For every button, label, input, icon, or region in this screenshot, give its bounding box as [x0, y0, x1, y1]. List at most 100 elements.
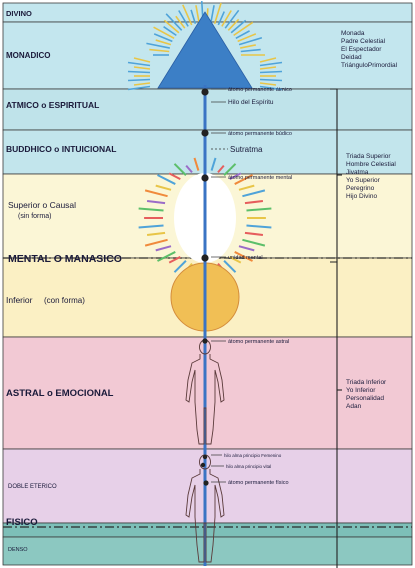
ray [178, 10, 189, 27]
label-astral: ASTRAL o EMOCIONAL [6, 388, 114, 399]
ray [157, 174, 176, 185]
ray [173, 163, 187, 176]
triada-inferior-item: Yo Inferior [346, 387, 376, 394]
triada-inferior-item: Adan [346, 403, 362, 410]
ray [238, 245, 255, 252]
annot-atomo-budico: átomo permanente búdico [228, 131, 292, 137]
ray [193, 157, 200, 171]
annot-hilo-espiritu: Hilo del Espíritu [228, 99, 274, 106]
band-fisico [2, 522, 413, 538]
ray [133, 82, 151, 86]
ray [127, 78, 151, 82]
ray [138, 207, 164, 212]
unidad-mental-dot [201, 254, 209, 262]
ray [223, 260, 237, 273]
ray [259, 57, 277, 63]
ray [146, 199, 166, 205]
annot-atomo-astral: átomo permanente astral [228, 339, 289, 345]
ray [213, 2, 222, 25]
ray [163, 19, 180, 34]
annot-sutratma: Sutratma [230, 145, 263, 154]
ray [259, 66, 277, 70]
triada-superior-list: Triada Superior Hombre Celestial Jivatma… [346, 153, 396, 200]
band-astral [2, 336, 413, 450]
ray [185, 164, 193, 174]
ray [149, 48, 170, 53]
atomo-astral-dot [202, 338, 208, 344]
monad-rays [127, 1, 283, 91]
causal-body-rays [138, 157, 272, 279]
atomo-budico-dot [201, 129, 209, 137]
annotation-leaders [211, 88, 228, 483]
ray [229, 172, 242, 181]
ray [173, 260, 187, 273]
triada-superior-item: Hijo Divino [346, 193, 377, 200]
annot-hilo-femenino: hilo alma principio Femenino [224, 453, 282, 458]
ray [163, 26, 177, 37]
ray [157, 251, 176, 262]
ray [246, 224, 272, 229]
annot-atomo-fisico: átomo permanente físico [228, 480, 289, 486]
ray [153, 33, 173, 43]
triada-inferior-item: Triada Inferior [346, 379, 387, 386]
ray [210, 157, 217, 171]
label-denso: DENSO [8, 547, 28, 553]
ray [146, 231, 166, 237]
ray [259, 61, 283, 67]
ray [259, 70, 283, 74]
ray [133, 57, 151, 63]
ray [221, 10, 232, 27]
band-etereo [2, 448, 413, 524]
atomo-mental-dot [201, 174, 209, 182]
ray [244, 231, 264, 237]
band-denso [2, 536, 413, 566]
triada-superior-item: Peregrino [346, 185, 375, 192]
ray [244, 199, 264, 205]
ray [224, 9, 240, 29]
ray [165, 13, 183, 31]
ray [138, 224, 164, 229]
label-superior-sub: (sin forma) [18, 213, 51, 220]
label-inferior: Inferior [6, 295, 33, 305]
annot-unidad-mental: unidad mental [228, 255, 263, 261]
ray [155, 39, 172, 46]
monada-list: Monada Padre Celestial El Espectador Dei… [341, 30, 398, 69]
monada-item: El Espectador [341, 46, 382, 53]
ray [168, 255, 181, 264]
annot-atomo-atmico: átomo permanente átmico [228, 87, 292, 93]
label-inferior-sub: (con forma) [44, 296, 85, 305]
triada-inferior-item: Personalidad [346, 395, 384, 402]
ray [168, 172, 181, 181]
ray [246, 207, 272, 212]
ray [235, 30, 250, 39]
ray [127, 70, 151, 74]
ray [133, 66, 151, 70]
triada-superior-item: Triada Superior [346, 153, 391, 160]
hilo-femenino-dot [202, 454, 208, 460]
label-monadico: MONADICO [6, 51, 50, 60]
ray [153, 26, 175, 39]
ray [127, 61, 151, 67]
ray [240, 48, 261, 53]
ray [223, 163, 237, 176]
ray [233, 21, 254, 37]
atomo-fisico-dot [203, 480, 209, 486]
band-atmico [2, 88, 413, 131]
monada-item: Deidad [341, 54, 362, 61]
ray [242, 189, 266, 198]
ray [238, 184, 255, 191]
label-fisico: FISICO [6, 517, 38, 528]
ray [230, 19, 247, 34]
label-superior: Superior o Causal [8, 200, 76, 210]
ray [190, 9, 197, 25]
ray [259, 85, 283, 91]
monada-item: TriánguloPrimordial [341, 62, 398, 69]
label-mental: MENTAL O MANASICO [8, 253, 122, 265]
ray [242, 238, 266, 247]
triada-superior-item: Yo Superior [346, 177, 381, 184]
ray [195, 5, 200, 24]
ray [217, 164, 225, 174]
bracket-triada-inferior [330, 261, 342, 568]
